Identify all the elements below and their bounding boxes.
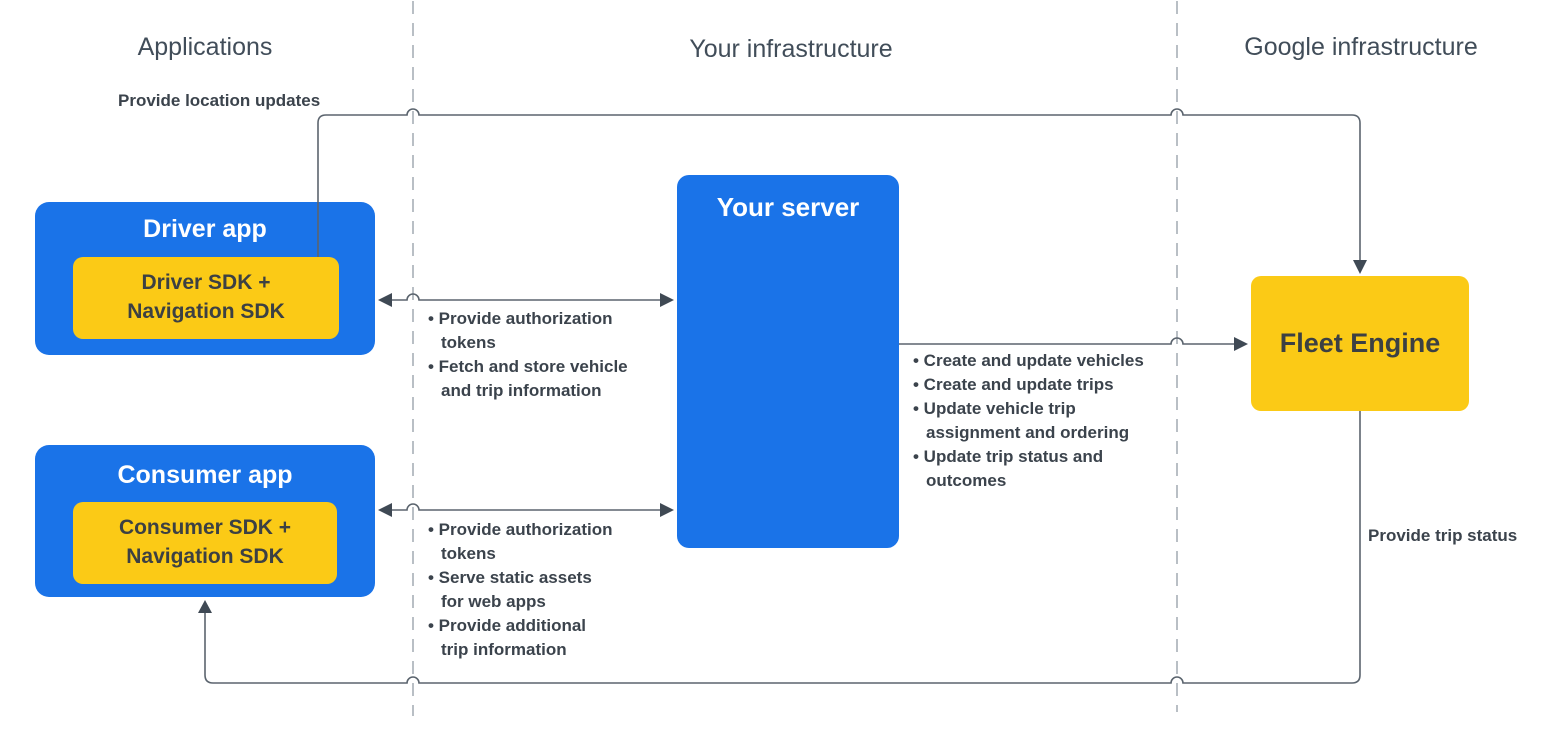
list-item: • Provide additional trip information	[428, 616, 587, 659]
arrowhead-into-fleet-engine-left	[1234, 337, 1248, 351]
list-item: • Update vehicle trip assignment and ord…	[913, 399, 1130, 442]
column-header-applications: Applications	[137, 33, 273, 61]
server-fleet-tasks-list: • Create and update vehicles • Create an…	[913, 349, 1183, 493]
column-header-your-infrastructure: Your infrastructure	[689, 35, 893, 63]
list-item: • Serve static assets for web apps	[428, 568, 592, 611]
consumer-app-node: Consumer app Consumer SDK + Navigation S…	[35, 445, 375, 597]
consumer-sdk-node: Consumer SDK + Navigation SDK	[73, 502, 337, 584]
edge-label-provide-trip-status: Provide trip status	[1368, 526, 1518, 545]
connector-consumer-server	[392, 503, 660, 511]
arrowhead-into-server-upper	[660, 293, 674, 307]
column-header-google-infrastructure: Google infrastructure	[1244, 33, 1478, 61]
driver-app-title: Driver app	[143, 215, 267, 243]
list-item: • Create and update trips	[913, 375, 1114, 394]
arrowhead-into-consumer-app-bottom	[198, 600, 212, 613]
your-server-title: Your server	[716, 192, 860, 222]
list-item: • Update trip status and outcomes	[913, 447, 1104, 490]
list-item: • Provide authorization tokens	[428, 520, 613, 563]
your-server-node: Your server	[677, 175, 899, 548]
driver-sdk-node: Driver SDK + Navigation SDK	[73, 257, 339, 339]
driver-app-node: Driver app Driver SDK + Navigation SDK	[35, 202, 375, 355]
list-item: • Provide authorization tokens	[428, 309, 613, 352]
list-item: • Create and update vehicles	[913, 351, 1144, 370]
arrowhead-into-driver-app	[378, 293, 392, 307]
consumer-app-title: Consumer app	[117, 461, 293, 489]
consumer-server-tasks-list: • Provide authorization tokens • Serve s…	[428, 518, 663, 662]
fleet-engine-node: Fleet Engine	[1251, 276, 1469, 411]
list-item: • Fetch and store vehicle and trip infor…	[428, 357, 628, 400]
arrowhead-into-consumer-app	[378, 503, 392, 517]
edge-label-provide-location-updates: Provide location updates	[118, 91, 321, 110]
connector-driver-server	[392, 293, 660, 301]
driver-server-tasks-list: • Provide authorization tokens • Fetch a…	[428, 307, 663, 403]
arrowhead-into-server-lower	[660, 503, 674, 517]
connector-server-fleet	[899, 337, 1234, 345]
arrowhead-into-fleet-engine-top	[1353, 260, 1367, 274]
